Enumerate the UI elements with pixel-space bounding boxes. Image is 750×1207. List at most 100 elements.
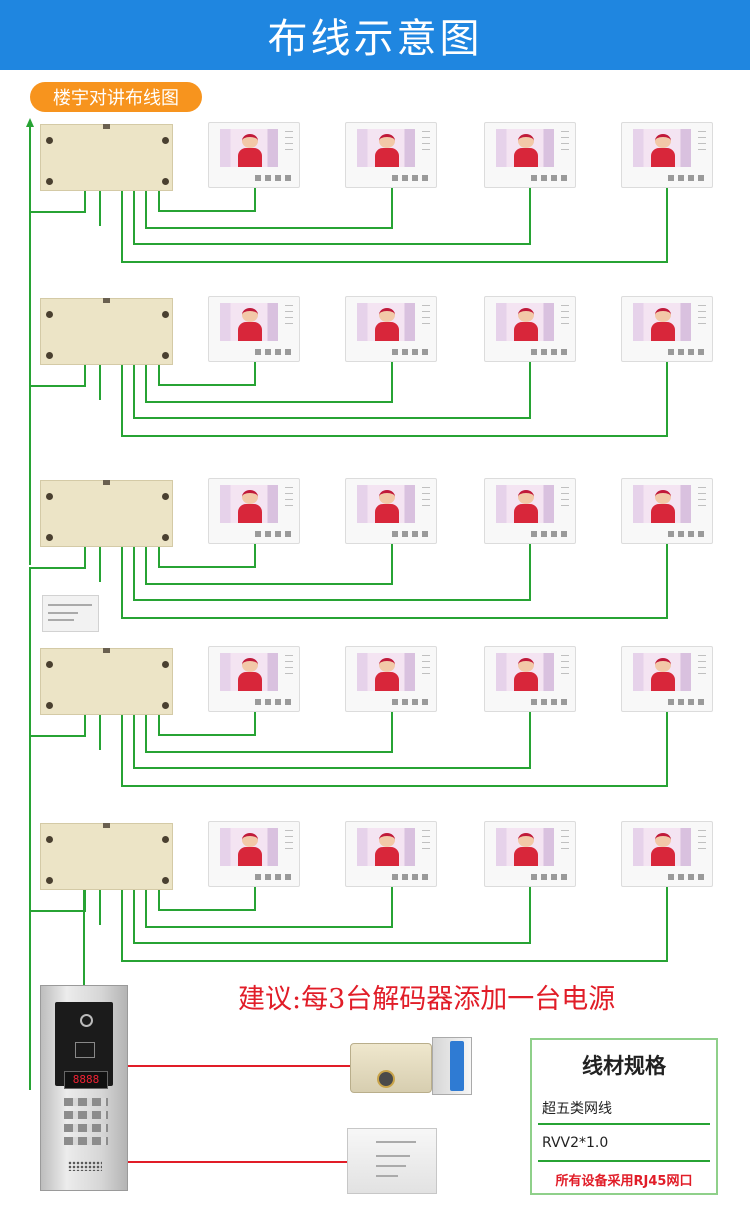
indoor-monitor (345, 478, 437, 544)
screw-icon (46, 877, 53, 884)
indoor-monitor (208, 478, 300, 544)
keyhole-icon (377, 1070, 395, 1088)
monitor-side-labels (422, 487, 430, 507)
child-dress-icon (375, 847, 399, 866)
monitor-screen (357, 828, 415, 866)
screw-icon (162, 352, 169, 359)
speaker-grill-icon (68, 1161, 102, 1171)
monitor-buttons (255, 699, 295, 705)
monitor-buttons (531, 699, 571, 705)
monitor-buttons (392, 349, 432, 355)
indoor-monitor (484, 478, 576, 544)
arrow-up-icon (26, 118, 34, 127)
monitor-side-labels (285, 305, 293, 325)
outdoor-station-display: 8888 (64, 1071, 108, 1089)
monitor-buttons (668, 699, 708, 705)
screw-icon (162, 877, 169, 884)
indoor-monitor (621, 646, 713, 712)
child-dress-icon (238, 847, 262, 866)
child-head-icon (379, 658, 395, 672)
monitor-buttons (668, 349, 708, 355)
monitor-screen (357, 303, 415, 341)
spec-divider (538, 1123, 710, 1125)
monitor-wire (158, 544, 256, 568)
monitor-side-labels (561, 830, 569, 850)
monitor-screen (357, 485, 415, 523)
indoor-monitor (484, 821, 576, 887)
monitor-side-labels (698, 830, 706, 850)
child-dress-icon (375, 322, 399, 341)
indoor-monitor (621, 478, 713, 544)
child-dress-icon (238, 322, 262, 341)
child-dress-icon (651, 672, 675, 691)
child-dress-icon (238, 672, 262, 691)
indoor-monitor (208, 122, 300, 188)
child-dress-icon (514, 322, 538, 341)
child-head-icon (518, 658, 534, 672)
child-head-icon (379, 308, 395, 322)
monitor-wire (145, 544, 393, 585)
cable-spec-box: 线材规格 超五类网线 RVV2*1.0 所有设备采用RJ45网口 (530, 1038, 718, 1195)
indoor-monitor (484, 646, 576, 712)
monitor-side-labels (285, 487, 293, 507)
child-head-icon (242, 134, 258, 148)
indoor-monitor (208, 296, 300, 362)
monitor-side-labels (561, 655, 569, 675)
monitor-wire (145, 362, 393, 403)
monitor-screen (496, 485, 554, 523)
child-dress-icon (514, 672, 538, 691)
child-head-icon (242, 308, 258, 322)
spec-cable-2: RVV2*1.0 (542, 1135, 609, 1151)
monitor-buttons (255, 349, 295, 355)
monitor-screen (496, 653, 554, 691)
child-head-icon (242, 490, 258, 504)
monitor-wire (121, 712, 668, 787)
camera-icon (80, 1014, 93, 1027)
monitor-side-labels (561, 131, 569, 151)
screw-icon (46, 178, 53, 185)
indoor-monitor (621, 296, 713, 362)
child-dress-icon (238, 504, 262, 523)
card-reader-icon (75, 1042, 95, 1058)
child-dress-icon (514, 148, 538, 167)
indoor-monitor (208, 646, 300, 712)
child-dress-icon (375, 504, 399, 523)
subtitle-badge: 楼宇对讲布线图 (30, 82, 202, 112)
monitor-wire (158, 712, 256, 736)
indoor-monitor (345, 646, 437, 712)
monitor-buttons (531, 874, 571, 880)
monitor-screen (220, 485, 278, 523)
monitor-side-labels (698, 131, 706, 151)
monitor-wire (121, 362, 668, 437)
child-dress-icon (238, 148, 262, 167)
screw-icon (46, 493, 53, 500)
monitor-buttons (531, 175, 571, 181)
monitor-side-labels (285, 131, 293, 151)
screw-icon (162, 534, 169, 541)
monitor-buttons (392, 175, 432, 181)
monitor-buttons (392, 874, 432, 880)
monitor-side-labels (698, 487, 706, 507)
indoor-monitor (345, 821, 437, 887)
decoder-notch (103, 648, 110, 653)
child-dress-icon (651, 504, 675, 523)
screw-icon (46, 661, 53, 668)
monitor-wire (158, 887, 256, 911)
decoder-notch (103, 823, 110, 828)
trunk-wire (29, 364, 86, 565)
monitor-wire (133, 712, 531, 769)
monitor-buttons (392, 531, 432, 537)
monitor-side-labels (698, 305, 706, 325)
keypad (64, 1098, 108, 1148)
monitor-screen (633, 129, 691, 167)
indoor-monitor (621, 122, 713, 188)
child-head-icon (518, 308, 534, 322)
child-dress-icon (514, 504, 538, 523)
monitor-side-labels (422, 131, 430, 151)
screw-icon (46, 702, 53, 709)
child-head-icon (242, 833, 258, 847)
child-head-icon (655, 308, 671, 322)
monitor-buttons (668, 874, 708, 880)
monitor-wire (133, 887, 531, 944)
indoor-monitor (208, 821, 300, 887)
